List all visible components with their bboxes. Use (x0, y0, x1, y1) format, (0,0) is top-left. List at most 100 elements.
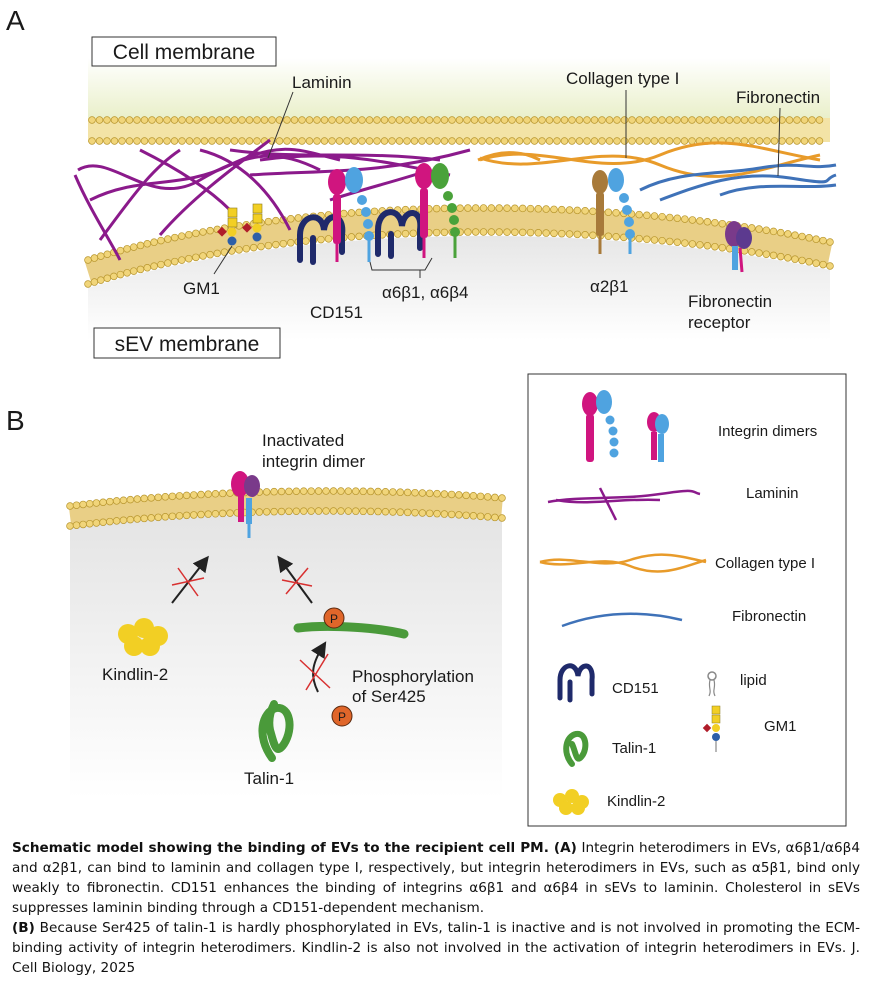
lipid-head (163, 137, 171, 145)
lipid-head (650, 137, 659, 145)
panel-a-letter: A (6, 5, 25, 36)
lipid-head (485, 137, 494, 145)
lipid-head (583, 137, 591, 145)
lipid-head (493, 137, 501, 145)
lipid-head (85, 519, 94, 528)
lipid-head (776, 252, 785, 261)
lipid-head (681, 239, 689, 247)
fibronectin-receptor-icon (725, 221, 752, 273)
lipid-head (335, 137, 344, 145)
lipid-head (755, 116, 764, 124)
lipid-head (819, 236, 827, 245)
lipid-head (88, 116, 96, 124)
lipid-head (249, 243, 258, 252)
lipid-head (418, 509, 427, 517)
lipid-head (157, 260, 165, 269)
lipid-head (366, 507, 375, 516)
cd151-icon (297, 209, 424, 265)
lipid-head (245, 116, 254, 124)
lipid-head (658, 236, 666, 245)
lipid-head (335, 116, 344, 124)
lipid-head (279, 239, 288, 248)
lipid-head (440, 490, 449, 498)
caption-a-text: Integrin heterodimers in EVs, α6β1/α6β4 … (12, 840, 860, 916)
lipid-head (272, 240, 280, 249)
lipid-head (130, 243, 138, 251)
lipid-head (581, 231, 589, 239)
blocked-arrow-icon (171, 555, 209, 604)
lipid-head (140, 514, 148, 523)
lipid-head (123, 245, 131, 253)
lipid-head (171, 233, 179, 242)
lipid-head (118, 116, 126, 124)
lipid-head (826, 262, 834, 270)
lipid-head (329, 487, 338, 495)
lipid-head (805, 258, 813, 266)
kindlin-label: Kindlin-2 (102, 665, 168, 684)
lipid-head (147, 514, 155, 522)
lipid-head (476, 512, 485, 521)
lipid-head (748, 137, 756, 145)
legend-integrin-icon (582, 390, 669, 462)
lipid-head (495, 228, 503, 236)
figure-canvas: A Cell membrane sEV membrane Laminin (6, 5, 847, 827)
lipid-head (808, 116, 816, 124)
lipid-head (826, 238, 834, 246)
lipid-head (550, 205, 558, 214)
kindlin-icon (118, 618, 168, 656)
lipid-head (455, 116, 464, 124)
lipid-head (292, 507, 301, 515)
lipid-head (725, 116, 734, 124)
lipid-head (103, 250, 112, 258)
lipid-head (370, 207, 379, 216)
lipid-head (215, 116, 224, 124)
lipid-head (503, 228, 511, 236)
lipid-head (769, 251, 778, 260)
lipid-head (456, 204, 464, 212)
lipid-head (793, 116, 801, 124)
lipid-head (604, 232, 613, 240)
talin-icon (258, 700, 294, 762)
lipid-head (491, 513, 499, 522)
legend-gm1-icon (702, 705, 721, 752)
lipid-head (206, 250, 214, 259)
lipid-head (358, 137, 366, 145)
lipid-head (542, 205, 550, 213)
lipid-head (389, 508, 397, 516)
lipid-head (320, 137, 329, 145)
lipid-head (696, 241, 704, 249)
lipid-head (665, 237, 674, 246)
lipid-head (568, 116, 576, 124)
a2b1-label: α2β1 (590, 277, 629, 296)
lipid-head (299, 487, 308, 495)
lipid-head (635, 234, 643, 243)
lipid-head (344, 507, 353, 515)
lipid-head (523, 116, 531, 124)
panel-b-letter: B (6, 405, 25, 436)
lipid-head (298, 116, 306, 124)
lipid-head (688, 137, 696, 145)
inactivated-label-1: Inactivated (262, 431, 344, 450)
lipid-head (344, 487, 353, 495)
lipid-head (432, 228, 441, 237)
lipid-head (425, 137, 434, 145)
lipid-head (313, 116, 321, 124)
lipid-head (320, 116, 329, 124)
lipid-head (812, 259, 820, 267)
lipid-head (425, 489, 434, 498)
lipid-head (733, 116, 741, 124)
lipid-head (133, 137, 141, 145)
legend-laminin-icon (547, 487, 701, 521)
lipid-head (112, 497, 121, 505)
lipid-head (200, 137, 209, 145)
talin-label: Talin-1 (244, 769, 294, 788)
lipid-head (106, 497, 114, 506)
phospho-label-2: of Ser425 (352, 687, 426, 706)
lipid-head (292, 487, 301, 495)
lipid-head (95, 116, 104, 124)
lipid-head (476, 492, 485, 501)
sev-membrane-label-box: sEV membrane (93, 327, 281, 359)
lipid-head (343, 137, 351, 145)
lipid-head (710, 116, 719, 124)
lipid-head (164, 235, 172, 243)
